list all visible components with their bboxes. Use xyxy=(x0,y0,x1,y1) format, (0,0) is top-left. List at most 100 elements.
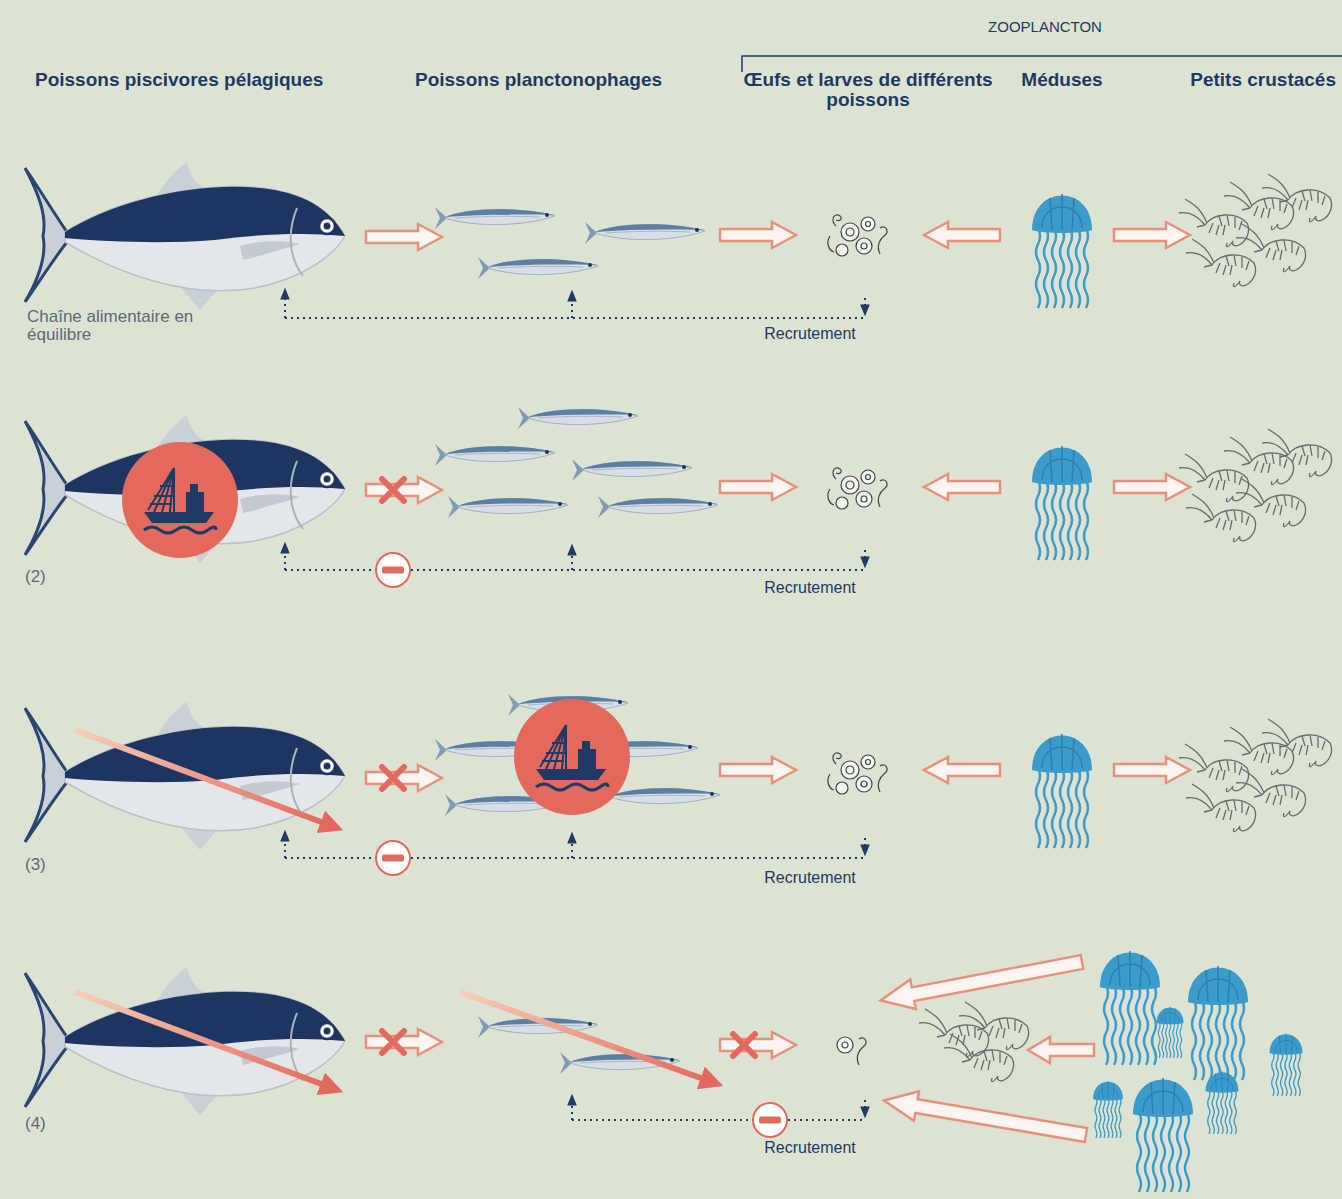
shrimp-figure xyxy=(1186,784,1256,832)
jellyfish-figure xyxy=(1032,734,1092,848)
column-header: Méduses xyxy=(987,70,1137,90)
predation-arrow xyxy=(366,477,442,503)
jellyfish-figure xyxy=(1157,1007,1184,1058)
fishing-symbol xyxy=(514,699,630,815)
shrimp-figure xyxy=(1224,182,1294,230)
row-number: (3) xyxy=(25,856,85,874)
recruitment-line xyxy=(864,838,866,854)
jellyfish-figure xyxy=(1032,194,1092,308)
minus-sign xyxy=(753,1103,787,1137)
decline-arrow xyxy=(460,992,712,1082)
column-header: Petits crustacés xyxy=(1150,70,1336,90)
column-header: Œufs et larves de différents poissons xyxy=(743,70,993,110)
predation-arrow xyxy=(1114,222,1190,248)
jellyfish-figure xyxy=(1206,1071,1239,1134)
eggs-figure xyxy=(828,468,887,509)
predation-arrow xyxy=(366,765,442,791)
sardine-figure xyxy=(478,257,598,279)
recruitment-line xyxy=(571,292,573,318)
row-note: Chaîne alimentaire en équilibre xyxy=(27,308,202,344)
cross-mark xyxy=(382,767,404,789)
predation-arrow xyxy=(1114,474,1190,500)
jellyfish-figure xyxy=(1188,966,1248,1080)
eggs-figure xyxy=(837,1037,866,1065)
predation-arrow xyxy=(924,222,1000,248)
recruitment-line xyxy=(571,546,573,570)
predation-arrow xyxy=(881,1086,1088,1150)
shrimp-figure xyxy=(1262,429,1332,477)
recruitment-line xyxy=(285,317,865,319)
fishing-symbol xyxy=(122,442,238,558)
shrimp-figure xyxy=(1179,454,1249,502)
predation-arrow xyxy=(720,474,796,500)
recruitment-label: Recrutement xyxy=(740,326,880,343)
column-header: Poissons planctonophages xyxy=(415,70,715,90)
sardine-figure xyxy=(585,222,705,244)
recruitment-line xyxy=(864,298,866,314)
group-title: ZOOPLANCTON xyxy=(935,19,1155,35)
sardine-figure xyxy=(518,407,638,429)
predation-arrow xyxy=(720,222,796,248)
shrimp-figure xyxy=(1224,727,1294,775)
predation-arrow xyxy=(924,474,1000,500)
tuna-figure xyxy=(25,162,345,310)
jellyfish-figure xyxy=(1032,446,1092,560)
tuna-figure xyxy=(25,967,345,1115)
shrimp-figure xyxy=(1179,744,1249,792)
predation-arrow xyxy=(878,947,1085,1015)
recruitment-line xyxy=(284,832,286,858)
recruitment-line xyxy=(572,1119,865,1121)
minus-sign xyxy=(376,553,410,587)
shrimp-figure xyxy=(1262,174,1332,222)
predation-arrow xyxy=(720,757,796,783)
shrimp-figure xyxy=(1236,769,1306,817)
shrimp-figure xyxy=(1236,224,1306,272)
recruitment-line xyxy=(571,1096,573,1120)
tuna-figure xyxy=(25,702,345,850)
sardine-figure xyxy=(598,496,718,518)
row-number: (2) xyxy=(25,568,85,586)
shrimp-figure xyxy=(1236,479,1306,527)
jellyfish-figure xyxy=(1270,1033,1303,1096)
predation-arrow xyxy=(924,757,1000,783)
jellyfish-figure xyxy=(1100,951,1160,1065)
recruitment-label: Recrutement xyxy=(740,1140,880,1157)
sardine-figure xyxy=(435,444,555,466)
shrimp-figure xyxy=(944,1034,1014,1082)
recruitment-line xyxy=(571,834,573,858)
shrimp-figure xyxy=(919,1009,989,1057)
eggs-figure xyxy=(828,753,887,794)
recruitment-line xyxy=(285,857,865,859)
recruitment-label: Recrutement xyxy=(740,870,880,887)
shrimp-figure xyxy=(1186,239,1256,287)
tuna-figure xyxy=(25,415,345,563)
predation-arrow xyxy=(366,1029,442,1055)
row-number: (4) xyxy=(25,1115,85,1133)
shrimp-figure xyxy=(959,1002,1029,1050)
recruitment-line xyxy=(864,1100,866,1116)
cross-mark xyxy=(733,1034,755,1056)
predation-arrow xyxy=(366,224,442,250)
minus-sign xyxy=(376,841,410,875)
decline-arrow xyxy=(75,992,332,1088)
jellyfish-figure xyxy=(1093,1081,1123,1138)
column-header: Poissons piscivores pélagiques xyxy=(35,70,385,90)
eggs-figure xyxy=(828,215,887,256)
cross-mark xyxy=(382,479,404,501)
sardine-figure xyxy=(572,459,692,481)
shrimp-figure xyxy=(1224,437,1294,485)
recruitment-line xyxy=(864,550,866,566)
decline-arrow xyxy=(75,730,332,826)
jellyfish-figure xyxy=(1133,1078,1193,1192)
predation-arrow xyxy=(720,1032,796,1058)
predation-arrow xyxy=(1028,1037,1094,1063)
sardine-figure xyxy=(448,496,568,518)
recruitment-line xyxy=(284,290,286,318)
recruitment-line xyxy=(285,569,865,571)
shrimp-figure xyxy=(1262,719,1332,767)
recruitment-label: Recrutement xyxy=(740,580,880,597)
cross-mark xyxy=(382,1031,404,1053)
shrimp-figure xyxy=(1186,494,1256,542)
